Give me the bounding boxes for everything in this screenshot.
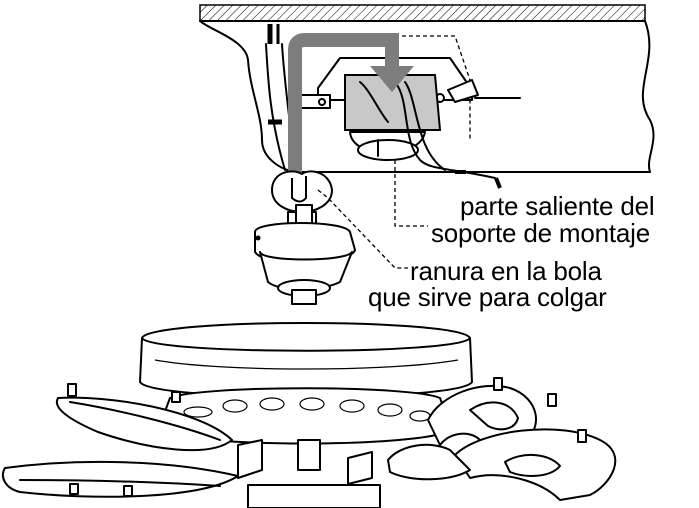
leader-lines bbox=[317, 160, 428, 269]
bracket-tab-label-line1: parte saliente del bbox=[460, 191, 655, 221]
ball-slot-label-line2: que sirve para colgar bbox=[368, 282, 607, 312]
junction-box-outline bbox=[318, 35, 471, 140]
lower-hub bbox=[237, 439, 381, 508]
right-blades bbox=[387, 384, 617, 501]
bracket-tab-label-line2: soporte de montaje bbox=[431, 218, 650, 248]
blade-screws bbox=[67, 377, 587, 497]
left-blades bbox=[1, 396, 239, 498]
fan-housing bbox=[139, 322, 473, 398]
motor-canopy bbox=[254, 222, 356, 305]
ball-slot-label-line1: ranura en la bola bbox=[410, 256, 602, 286]
ceiling-hatch bbox=[199, 4, 646, 22]
internal-wires bbox=[359, 81, 502, 189]
installation-arrow bbox=[288, 33, 414, 180]
